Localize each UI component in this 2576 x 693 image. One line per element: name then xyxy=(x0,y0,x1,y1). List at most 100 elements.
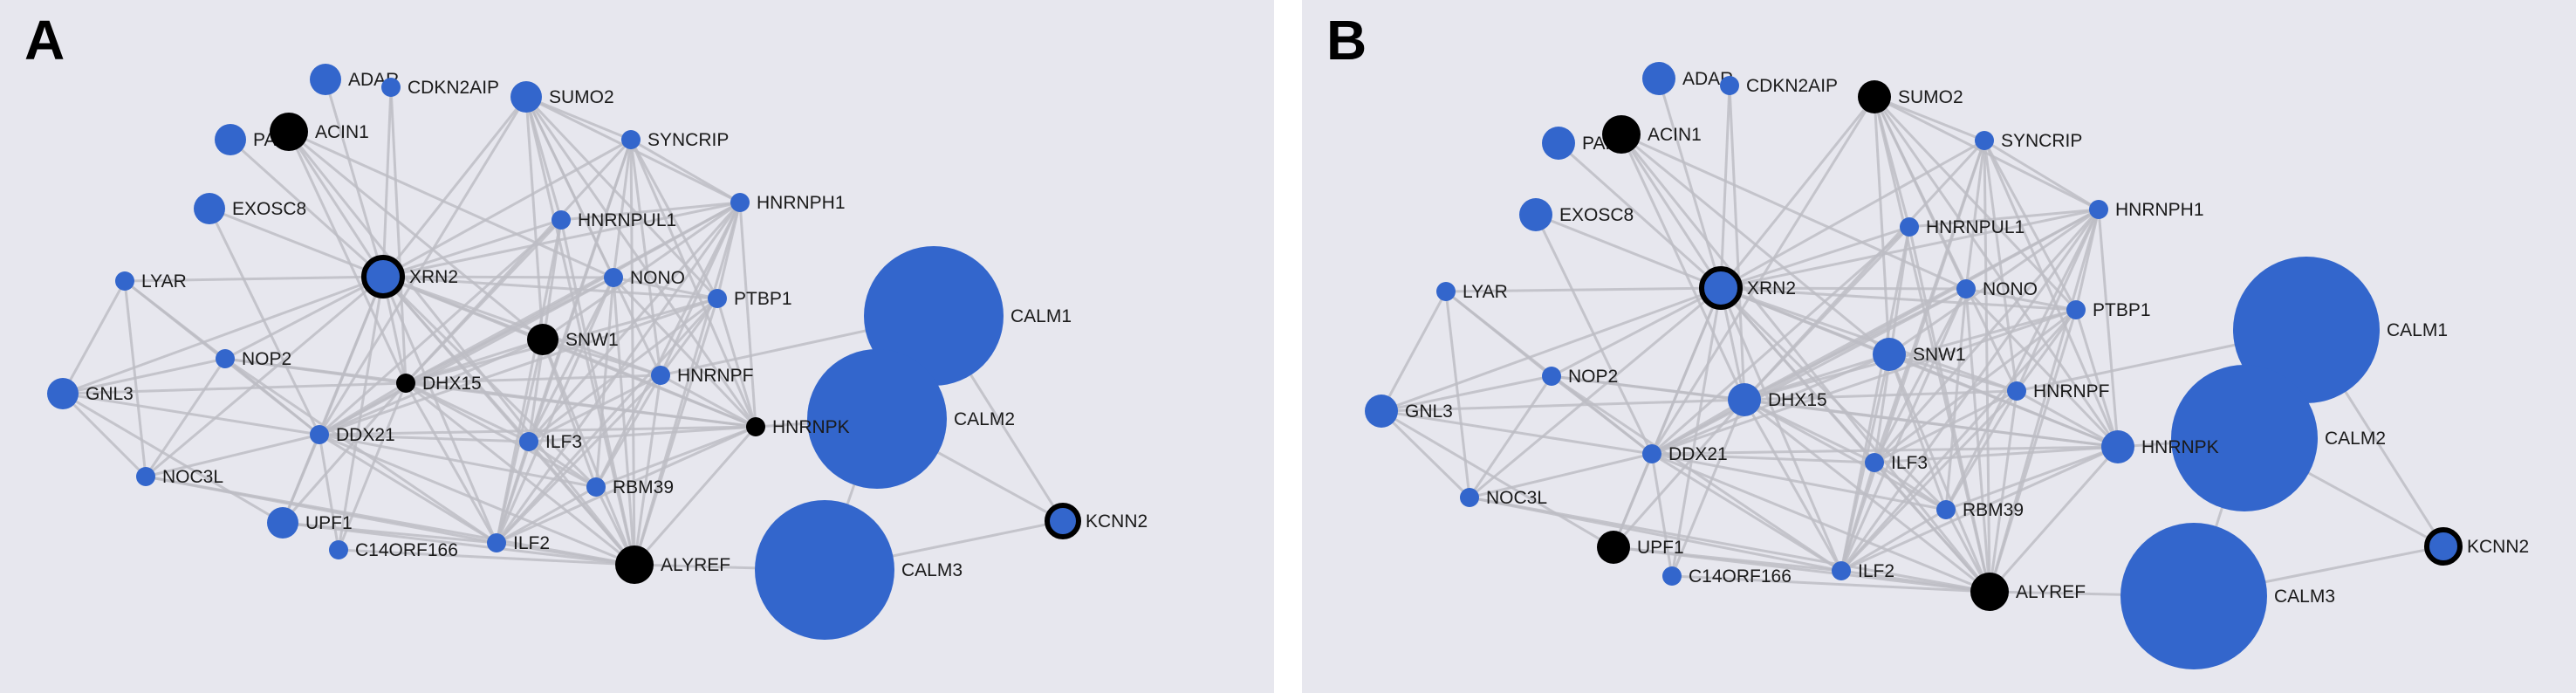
node-circle xyxy=(310,425,329,444)
node-xrn2-b[interactable]: XRN2 xyxy=(1699,266,1796,310)
node-calm2-b[interactable]: CALM2 xyxy=(2171,365,2386,511)
edge-adar-xrn2 xyxy=(1657,78,1723,289)
edge-snw1-hnrnpf xyxy=(1888,353,2018,393)
node-label: PTBP1 xyxy=(734,289,792,309)
node-xrn2-a[interactable]: XRN2 xyxy=(361,255,458,298)
node-acin1-a[interactable]: ACIN1 xyxy=(270,113,369,151)
node-circle xyxy=(310,64,341,95)
node-hnrnph1-b[interactable]: HNRNPH1 xyxy=(2089,200,2204,220)
node-hnrnph1-a[interactable]: HNRNPH1 xyxy=(730,193,846,213)
edge-noc3l-alyref xyxy=(1469,496,1990,594)
node-upf1-a[interactable]: UPF1 xyxy=(267,507,353,539)
node-sumo2-b[interactable]: SUMO2 xyxy=(1858,80,1963,113)
node-c14orf166-b[interactable]: C14ORF166 xyxy=(1662,566,1792,587)
node-kcnn2-a[interactable]: KCNN2 xyxy=(1045,503,1148,539)
node-dhx15-a[interactable]: DHX15 xyxy=(396,374,482,394)
node-exosc8-b[interactable]: EXOSC8 xyxy=(1519,198,1634,231)
edge-snw1-hnrnpk xyxy=(1888,353,2119,449)
edge-sumo2-syncrip xyxy=(1874,95,1985,142)
edge-sumo2-ddx21 xyxy=(318,96,528,436)
node-label: UPF1 xyxy=(1637,538,1684,558)
edge-ilf3-ilf2 xyxy=(495,441,531,544)
edge-syncrip-ptbp1 xyxy=(629,139,719,299)
edge-snw1-hnrnpf xyxy=(542,338,661,377)
node-ptbp1-a[interactable]: PTBP1 xyxy=(708,289,792,309)
node-calm1-b[interactable]: CALM1 xyxy=(2233,257,2448,403)
node-nono-b[interactable]: NONO xyxy=(1956,279,2038,299)
node-ilf2-b[interactable]: ILF2 xyxy=(1832,561,1894,581)
node-hnrnpf-a[interactable]: HNRNPF xyxy=(651,366,754,386)
node-lyar-b[interactable]: LYAR xyxy=(1436,282,1508,302)
node-nop2-b[interactable]: NOP2 xyxy=(1542,367,1618,387)
edge-exosc8-xrn2 xyxy=(1535,213,1722,290)
node-label: DHX15 xyxy=(422,374,482,394)
node-cdkn2aip-b[interactable]: CDKN2AIP xyxy=(1720,76,1838,96)
edge-hnrnpul1-xrn2 xyxy=(382,218,562,278)
node-calm3-a[interactable]: CALM3 xyxy=(755,500,963,640)
edge-sumo2-alyref xyxy=(524,96,636,566)
node-circle xyxy=(2066,300,2086,319)
node-calm1-a[interactable]: CALM1 xyxy=(864,246,1072,386)
node-label: HNRNPF xyxy=(2033,381,2110,401)
node-exosc8-a[interactable]: EXOSC8 xyxy=(194,193,306,224)
node-syncrip-b[interactable]: SYNCRIP xyxy=(1975,131,2082,151)
node-noc3l-b[interactable]: NOC3L xyxy=(1460,488,1547,508)
node-noc3l-a[interactable]: NOC3L xyxy=(136,467,223,487)
node-ilf3-b[interactable]: ILF3 xyxy=(1865,453,1928,473)
node-hnrnpk-a[interactable]: HNRNPK xyxy=(746,417,850,437)
node-ilf3-a[interactable]: ILF3 xyxy=(519,432,582,452)
node-alyref-a[interactable]: ALYREF xyxy=(615,545,730,584)
edge-gnl3-noc3l xyxy=(1380,409,1471,499)
node-adar-b[interactable]: ADAR xyxy=(1642,62,1733,95)
node-nop2-a[interactable]: NOP2 xyxy=(216,349,291,369)
node-hnrnpk-b[interactable]: HNRNPK xyxy=(2101,430,2219,463)
node-label: NOP2 xyxy=(242,349,291,369)
node-nono-a[interactable]: NONO xyxy=(604,268,685,288)
node-label: ALYREF xyxy=(2016,582,2086,602)
edge-ddx21-ilf2 xyxy=(1651,452,1842,573)
edge-ilf3-ilf2 xyxy=(1840,462,1876,572)
node-circle xyxy=(215,124,246,155)
node-ptbp1-b[interactable]: PTBP1 xyxy=(2066,300,2151,320)
node-rbm39-a[interactable]: RBM39 xyxy=(586,477,674,497)
node-ddx21-a[interactable]: DDX21 xyxy=(310,425,395,445)
node-kcnn2-b[interactable]: KCNN2 xyxy=(2424,527,2529,566)
node-calm3-b[interactable]: CALM3 xyxy=(2120,523,2335,669)
node-snw1-a[interactable]: SNW1 xyxy=(527,324,619,355)
node-alyref-b[interactable]: ALYREF xyxy=(1970,573,2086,611)
node-label: SUMO2 xyxy=(1898,87,1963,107)
edge-nono-ptbp1 xyxy=(613,276,718,300)
node-label: DDX21 xyxy=(336,425,395,445)
node-circle xyxy=(730,193,750,212)
edge-dhx15-upf1 xyxy=(281,382,408,524)
node-rbm39-b[interactable]: RBM39 xyxy=(1936,500,2024,520)
node-circle xyxy=(267,507,298,539)
edge-dhx15-hnrnpk xyxy=(1744,398,2119,449)
node-gnl3-a[interactable]: GNL3 xyxy=(47,378,134,409)
node-lyar-a[interactable]: LYAR xyxy=(115,271,187,292)
node-syncrip-a[interactable]: SYNCRIP xyxy=(621,130,729,150)
node-snw1-b[interactable]: SNW1 xyxy=(1873,338,1966,371)
node-cdkn2aip-a[interactable]: CDKN2AIP xyxy=(381,78,499,98)
node-hnrnpul1-b[interactable]: HNRNPUL1 xyxy=(1900,217,2024,237)
node-acin1-b[interactable]: ACIN1 xyxy=(1602,115,1702,154)
node-label: GNL3 xyxy=(86,384,134,404)
edge-nono-hnrnpk xyxy=(1964,287,2120,449)
edge-exosc8-xrn2 xyxy=(209,207,384,278)
edge-ptbp1-ilf3 xyxy=(528,297,718,443)
edge-hnrnph1-ddx21 xyxy=(1651,208,2100,456)
node-gnl3-b[interactable]: GNL3 xyxy=(1365,395,1453,428)
node-hnrnpul1-a[interactable]: HNRNPUL1 xyxy=(552,210,676,230)
node-ddx21-b[interactable]: DDX21 xyxy=(1642,444,1728,464)
node-hnrnpf-b[interactable]: HNRNPF xyxy=(2007,381,2110,401)
node-circle xyxy=(2233,257,2380,403)
node-calm2-a[interactable]: CALM2 xyxy=(807,349,1015,489)
node-sumo2-a[interactable]: SUMO2 xyxy=(510,81,614,113)
node-upf1-b[interactable]: UPF1 xyxy=(1597,531,1684,564)
edge-snw1-rbm39 xyxy=(1887,353,1948,511)
edge-ilf3-rbm39 xyxy=(1874,461,1947,511)
node-c14orf166-a[interactable]: C14ORF166 xyxy=(329,540,458,560)
node-ilf2-a[interactable]: ILF2 xyxy=(487,533,550,553)
edge-ddx21-alyref xyxy=(319,433,635,566)
node-dhx15-b[interactable]: DHX15 xyxy=(1728,383,1827,416)
